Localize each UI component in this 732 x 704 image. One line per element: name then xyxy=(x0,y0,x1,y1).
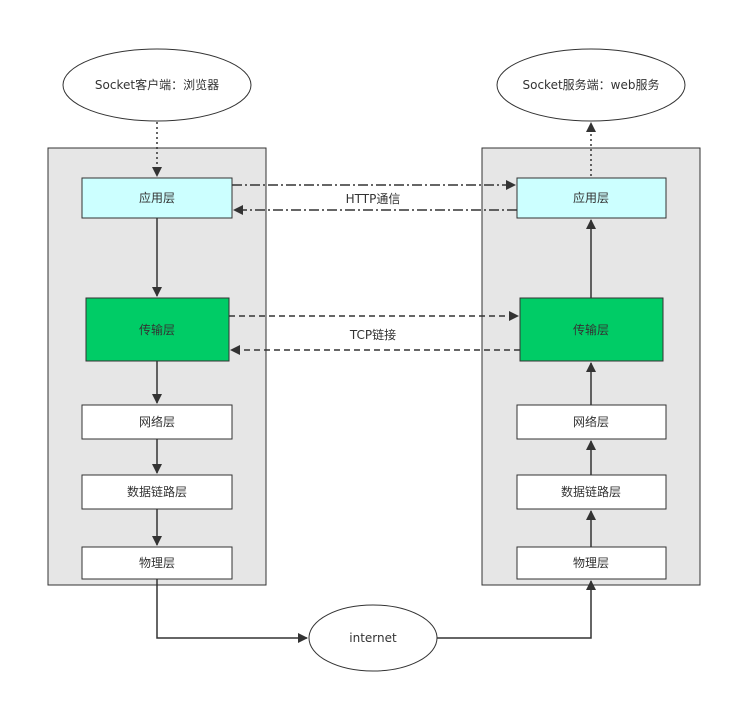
internet-ellipse: internet xyxy=(308,604,438,672)
http-link-label: HTTP通信 xyxy=(346,192,401,206)
client-ellipse: Socket客户端：浏览器 xyxy=(62,48,252,122)
client-physical-layer-label: 物理层 xyxy=(139,556,175,570)
client-app-layer-label: 应用层 xyxy=(139,190,175,205)
server-title: Socket服务端：web服务 xyxy=(523,77,660,92)
client-physical-layer: 物理层 xyxy=(81,546,233,580)
client-datalink-layer: 数据链路层 xyxy=(81,474,233,510)
server-physical-layer: 物理层 xyxy=(516,546,667,580)
client-title: Socket客户端：浏览器 xyxy=(95,77,219,92)
client-datalink-layer-label: 数据链路层 xyxy=(127,484,187,499)
server-transport-layer-label: 传输层 xyxy=(573,322,609,337)
client-transport-layer: 传输层 xyxy=(85,297,230,362)
server-network-layer-label: 网络层 xyxy=(573,414,609,429)
server-datalink-layer: 数据链路层 xyxy=(516,474,667,510)
server-physical-layer-label: 物理层 xyxy=(573,556,609,570)
client-network-layer-label: 网络层 xyxy=(139,414,175,429)
server-network-layer: 网络层 xyxy=(516,404,667,440)
server-app-layer-label: 应用层 xyxy=(573,190,609,205)
server-datalink-layer-label: 数据链路层 xyxy=(561,484,621,499)
internet-to-server-physical-arrow xyxy=(437,580,596,639)
internet-label: internet xyxy=(349,631,397,645)
server-app-layer: 应用层 xyxy=(516,177,667,219)
client-network-layer: 网络层 xyxy=(81,404,233,440)
client-app-layer: 应用层 xyxy=(81,177,233,219)
server-transport-layer: 传输层 xyxy=(519,297,664,362)
client-transport-layer-label: 传输层 xyxy=(139,322,175,337)
tcp-link-label: TCP链接 xyxy=(349,327,396,342)
server-ellipse: Socket服务端：web服务 xyxy=(496,48,686,122)
client-physical-to-internet-arrow xyxy=(156,579,308,643)
